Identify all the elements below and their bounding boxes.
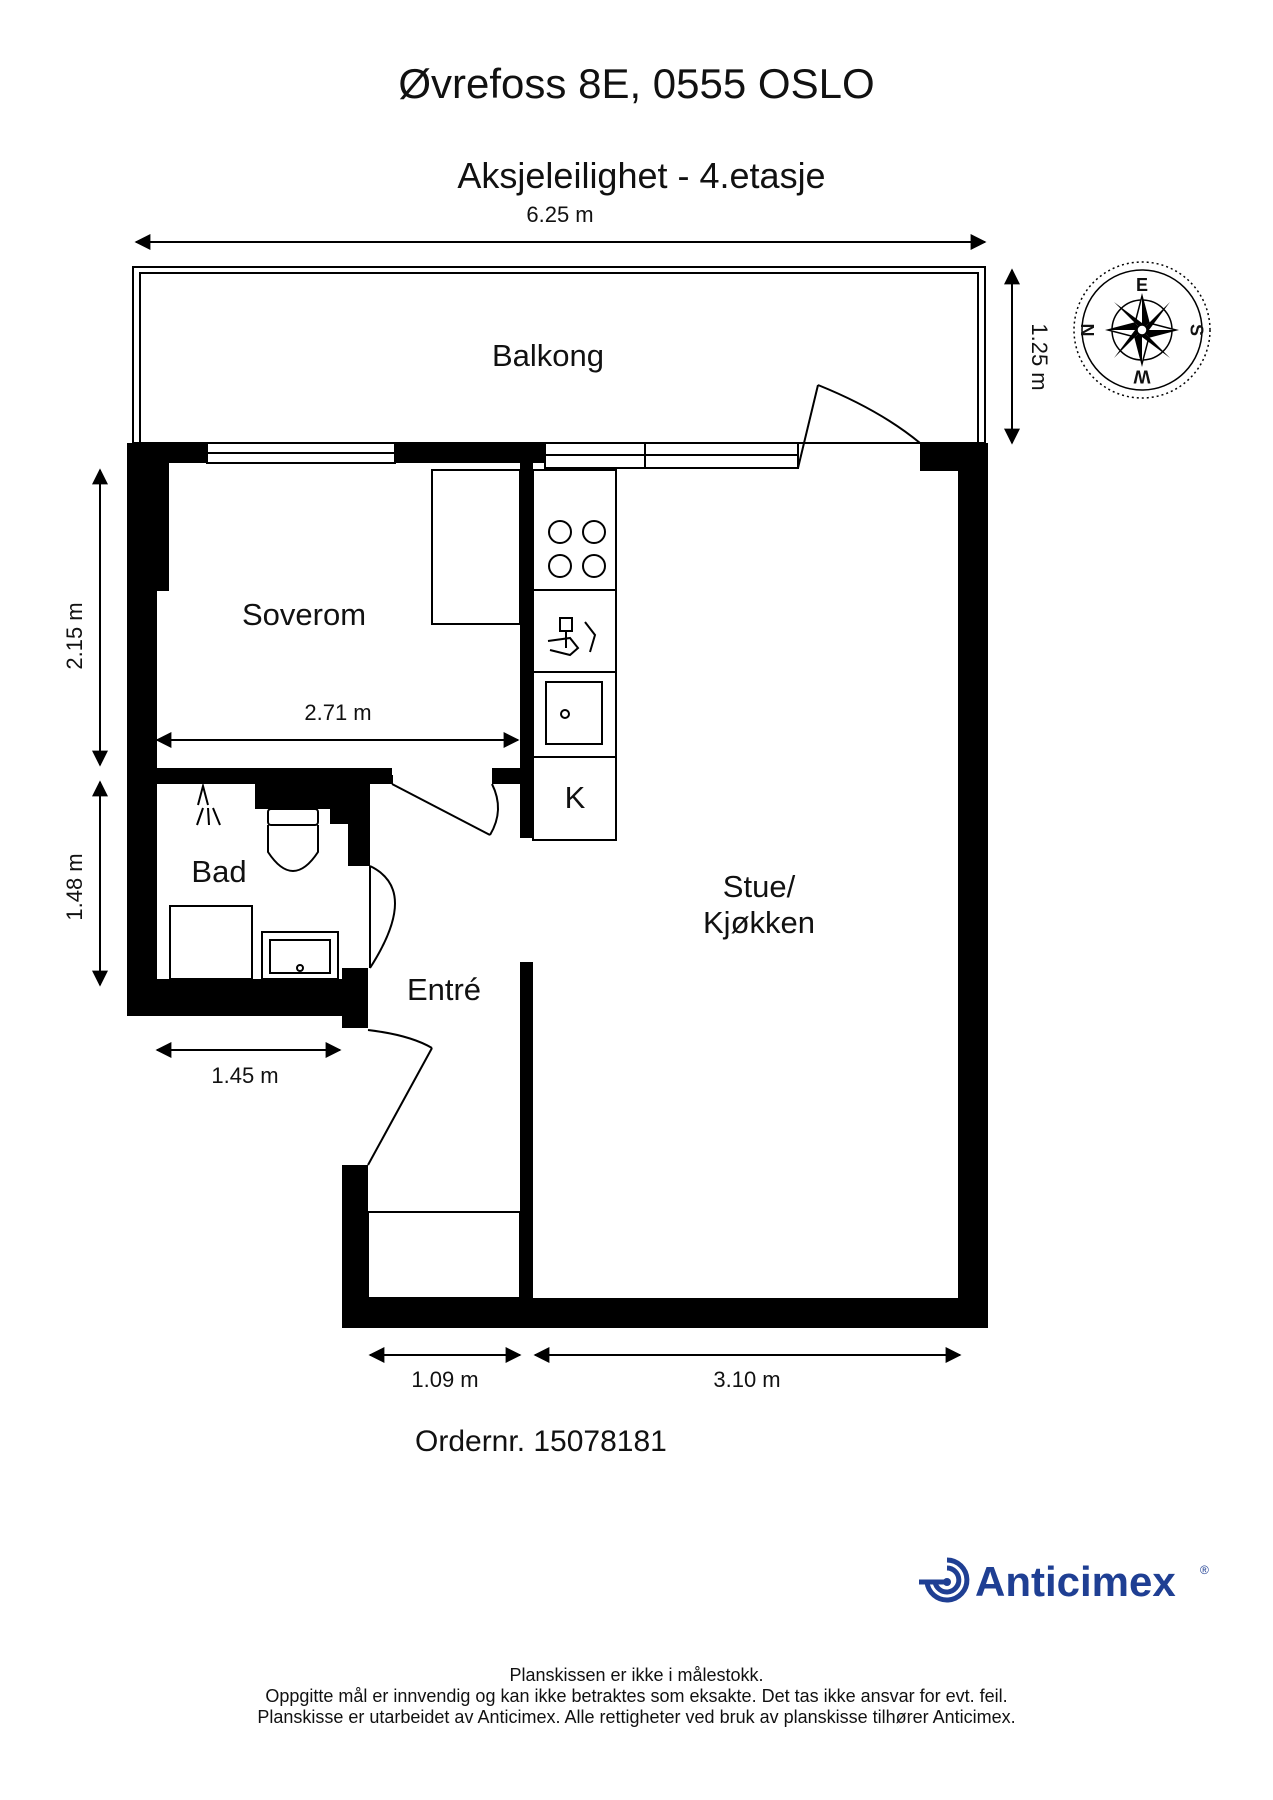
anticimex-swirl-icon — [919, 1557, 970, 1603]
kitchen-marker: K — [565, 780, 586, 815]
room-living-line1: Stue/ — [723, 869, 796, 904]
dim-total-width: 6.25 m — [526, 202, 593, 227]
windows — [206, 442, 799, 469]
dim-living-width: 3.10 m — [713, 1367, 780, 1392]
dim-bathroom-height: 1.48 m — [62, 853, 87, 920]
sink-icon — [545, 681, 603, 745]
kitchen-counter — [532, 469, 617, 841]
order-number: Ordernr. 15078181 — [415, 1425, 667, 1458]
room-living-line2: Kjøkken — [703, 905, 815, 940]
dim-bathroom-width: 1.45 m — [211, 1063, 278, 1088]
dim-bedroom-width: 2.71 m — [304, 700, 371, 725]
disclaimer-line1: Planskissen er ikke i målestokk. — [509, 1665, 764, 1685]
washer-icon — [169, 905, 253, 980]
compass-icon: E W S N — [1073, 261, 1211, 399]
wardrobe — [431, 469, 521, 625]
room-bathroom: Bad — [191, 854, 246, 889]
compass-w: W — [1134, 366, 1151, 386]
balcony-door — [797, 384, 921, 469]
room-balcony: Balkong — [492, 338, 604, 373]
compass-e: E — [1136, 275, 1148, 295]
anticimex-logo: Anticimex ® — [919, 1557, 1209, 1605]
bedroom-door — [391, 783, 499, 836]
washbasin-icon — [261, 931, 339, 980]
address-title: Øvrefoss 8E, 0555 OSLO — [398, 60, 875, 107]
dim-entrance-width: 1.09 m — [411, 1367, 478, 1392]
anticimex-trademark: ® — [1200, 1563, 1209, 1577]
stove-icon — [548, 520, 606, 578]
shower-icon — [196, 782, 221, 826]
room-entrance: Entré — [407, 972, 481, 1007]
disclaimer-line3: Planskisse er utarbeidet av Anticimex. A… — [257, 1707, 1016, 1727]
bathroom-door — [369, 775, 396, 969]
anticimex-wordmark: Anticimex — [975, 1558, 1176, 1605]
compass-n: N — [1078, 324, 1098, 337]
dim-bedroom-height: 2.15 m — [62, 602, 87, 669]
entrance-wardrobe — [367, 1211, 521, 1299]
walls — [127, 443, 988, 1328]
toilet-icon — [267, 808, 319, 872]
entrance-door — [367, 1029, 433, 1166]
disclaimer-line2: Oppgitte mål er innvendig og kan ikke be… — [265, 1686, 1008, 1706]
dimension-lines — [92, 234, 1020, 1363]
room-bedroom: Soverom — [242, 597, 366, 632]
compass-s: S — [1186, 324, 1206, 336]
dishwasher-icon — [547, 617, 597, 657]
disclaimer: Planskissen er ikke i målestokk. Oppgitt… — [0, 1665, 1273, 1728]
dim-balcony-depth: 1.25 m — [1027, 323, 1052, 390]
floor-subtitle: Aksjeleilighet - 4.etasje — [457, 155, 826, 196]
